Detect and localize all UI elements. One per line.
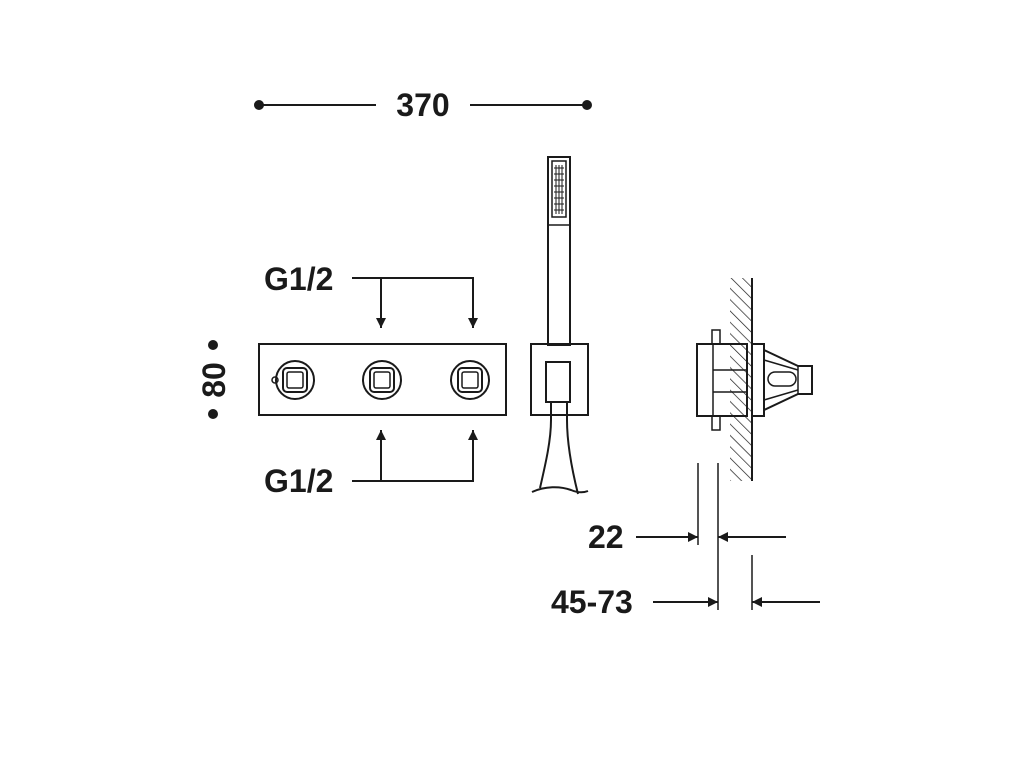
dimension-label-370: 370: [396, 87, 449, 123]
depth-dimensions: 22 45-73: [551, 463, 820, 620]
side-body: [696, 343, 748, 417]
side-view: [696, 278, 813, 481]
control-knob-middle: [362, 360, 402, 400]
hose-break-line: [531, 486, 589, 494]
width-dimension: 370: [254, 87, 592, 123]
side-knob: [763, 348, 813, 412]
front-view-plate: [258, 343, 507, 416]
side-clip-top: [711, 329, 721, 345]
inlet-top-leader: [352, 277, 478, 328]
shower-holder-bracket: [545, 361, 571, 403]
wall-hatching: [730, 278, 752, 481]
dimension-endpoint-bottom: [208, 409, 218, 419]
mixer-plate: [258, 343, 507, 416]
side-clip-bottom: [711, 415, 721, 431]
control-knob-left: [275, 360, 315, 400]
dimension-endpoint-top: [208, 340, 218, 350]
dimension-label-80: 80: [196, 362, 232, 398]
spray-face: [551, 160, 567, 218]
dimension-endpoint-right: [582, 100, 592, 110]
side-flange: [751, 343, 765, 417]
dimension-label-45-73: 45-73: [551, 584, 633, 620]
shower-hose-left: [539, 402, 552, 489]
knob-slot: [767, 371, 797, 387]
control-knob-right: [450, 360, 490, 400]
shower-hose-right: [566, 402, 579, 495]
inlet-bottom-callout: G1/2: [264, 430, 478, 499]
dimension-label-22: 22: [588, 519, 624, 555]
inlet-top-label: G1/2: [264, 261, 333, 297]
plate-screw: [271, 376, 279, 384]
inlet-bottom-label: G1/2: [264, 463, 333, 499]
inlet-bottom-leader: [352, 430, 478, 482]
hand-shower-assembly: [530, 156, 589, 495]
spray-nozzles: [554, 165, 564, 214]
height-dimension: 80: [196, 340, 232, 419]
inlet-top-callout: G1/2: [264, 261, 478, 328]
shower-holder-plate: [530, 343, 589, 416]
